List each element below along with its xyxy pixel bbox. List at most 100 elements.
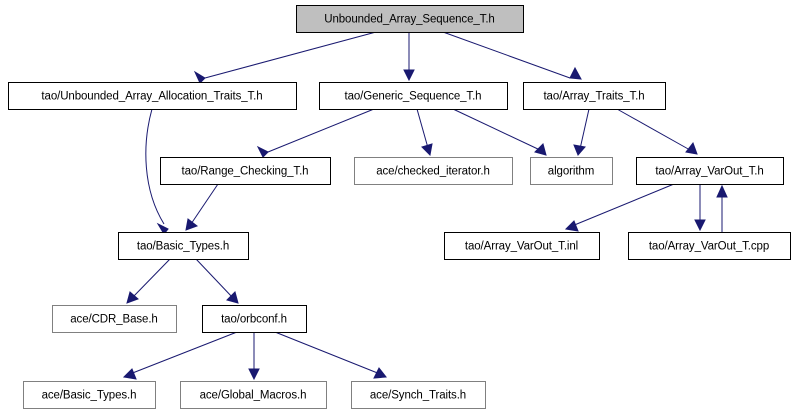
edge-line: [579, 108, 590, 150]
edge-line: [274, 331, 381, 375]
node-label: tao/Array_VarOut_T.inl: [465, 241, 578, 253]
arrowhead-icon: [569, 66, 582, 80]
arrowhead-icon: [122, 368, 137, 380]
node-tao-array-varout-t-h[interactable]: tao/Array_VarOut_T.h: [636, 157, 784, 185]
edge-line: [145, 108, 165, 225]
arrowhead-icon: [421, 143, 433, 157]
node-box[interactable]: [118, 232, 249, 260]
arrowhead-icon: [403, 69, 415, 82]
node-ace-global-macros-h[interactable]: ace/Global_Macros.h: [180, 381, 327, 409]
arrowhead-icon: [685, 141, 698, 155]
node-label: tao/Range_Checking_T.h: [182, 166, 309, 178]
edge-line: [190, 183, 219, 225]
edge-n3-to-n6: [573, 108, 590, 156]
edge-line: [452, 108, 541, 151]
node-ace-checked-iterator-h[interactable]: ace/checked_iterator.h: [354, 157, 513, 185]
node-label: ace/CDR_Base.h: [70, 314, 157, 326]
node-label: ace/Global_Macros.h: [200, 390, 307, 402]
node-ace-basic-types-h[interactable]: ace/Basic_Types.h: [23, 381, 156, 409]
edge-n8-to-n11: [126, 258, 171, 304]
edge-n4-to-n8: [185, 183, 219, 231]
edge-n3-to-n7: [616, 108, 698, 155]
node-tao-array-varout-t-cpp[interactable]: tao/Array_VarOut_T.cpp: [628, 232, 791, 260]
node-box[interactable]: [628, 232, 791, 260]
node-ace-synch-traits-h[interactable]: ace/Synch_Traits.h: [351, 381, 486, 409]
arrowhead-icon: [564, 220, 579, 232]
edge-n0-to-n1: [193, 31, 377, 84]
arrowhead-icon: [156, 222, 169, 235]
edge-line: [416, 108, 429, 149]
node-tao-basic-types-h[interactable]: tao/Basic_Types.h: [118, 232, 249, 260]
edge-n2-to-n6: [452, 108, 547, 156]
edge-line: [204, 31, 377, 79]
arrowhead-icon: [373, 367, 387, 379]
nodes-layer: Unbounded_Array_Sequence_T.h tao/Unbounde…: [8, 5, 791, 409]
node-box[interactable]: [636, 157, 784, 185]
node-box[interactable]: [160, 157, 331, 185]
edge-n0-to-n3: [442, 31, 582, 80]
edge-line: [571, 183, 675, 227]
node-box[interactable]: [52, 305, 177, 333]
arrowhead-icon: [716, 184, 728, 198]
node-box[interactable]: [180, 381, 327, 409]
arrowhead-icon: [126, 291, 139, 304]
node-label: tao/Array_VarOut_T.cpp: [649, 241, 769, 253]
node-label: Unbounded_Array_Sequence_T.h: [324, 14, 494, 26]
node-box[interactable]: [296, 5, 524, 33]
node-unbounded-array-sequence-t-h[interactable]: Unbounded_Array_Sequence_T.h: [296, 5, 524, 33]
arrowhead-icon: [573, 144, 586, 156]
node-label: ace/checked_iterator.h: [376, 166, 490, 178]
arrowhead-icon: [256, 145, 269, 158]
arrowhead-icon: [226, 291, 239, 304]
node-algorithm[interactable]: algorithm: [530, 157, 613, 185]
node-label: tao/Basic_Types.h: [137, 241, 229, 253]
edge-n12-to-n15: [274, 331, 387, 379]
node-box[interactable]: [523, 82, 666, 110]
node-label: tao/Array_Traits_T.h: [543, 91, 644, 103]
node-label: tao/Array_VarOut_T.h: [655, 166, 763, 178]
node-label: algorithm: [548, 166, 594, 178]
node-label: tao/orbconf.h: [221, 314, 287, 326]
node-box[interactable]: [444, 232, 600, 260]
edge-line: [129, 331, 238, 375]
node-box[interactable]: [8, 82, 297, 110]
arrowhead-icon: [694, 219, 706, 232]
edge-line: [616, 108, 691, 151]
node-box[interactable]: [354, 157, 513, 185]
node-label: ace/Basic_Types.h: [42, 390, 137, 402]
edges-layer: [122, 31, 728, 381]
edge-n1-to-n8: [145, 108, 169, 235]
edge-line: [195, 258, 234, 299]
edge-n2-to-n4: [256, 108, 375, 158]
edge-line: [131, 258, 171, 299]
node-box[interactable]: [319, 82, 508, 110]
node-tao-unbounded-array-allocation-traits-t-h[interactable]: tao/Unbounded_Array_Allocation_Traits_T.…: [8, 82, 297, 110]
node-tao-array-traits-t-h[interactable]: tao/Array_Traits_T.h: [523, 82, 666, 110]
node-tao-generic-sequence-t-h[interactable]: tao/Generic_Sequence_T.h: [319, 82, 508, 110]
node-label: tao/Unbounded_Array_Allocation_Traits_T.…: [41, 91, 262, 103]
edge-n8-to-n12: [195, 258, 239, 304]
edge-n2-to-n5: [416, 108, 433, 157]
node-box[interactable]: [202, 305, 307, 333]
node-tao-array-varout-t-inl[interactable]: tao/Array_VarOut_T.inl: [444, 232, 600, 260]
node-ace-cdr-base-h[interactable]: ace/CDR_Base.h: [52, 305, 177, 333]
arrowhead-icon: [185, 218, 199, 231]
node-box[interactable]: [530, 157, 613, 185]
edge-line: [442, 31, 571, 79]
node-label: ace/Synch_Traits.h: [370, 390, 466, 402]
arrowhead-icon: [193, 70, 206, 84]
node-box[interactable]: [23, 381, 156, 409]
node-box[interactable]: [351, 381, 486, 409]
node-tao-range-checking-t-h[interactable]: tao/Range_Checking_T.h: [160, 157, 331, 185]
edge-n7-to-n9: [564, 183, 675, 232]
edge-n0-to-n2: [403, 32, 415, 82]
node-tao-orbconf-h[interactable]: tao/orbconf.h: [202, 305, 307, 333]
arrowhead-icon: [534, 143, 547, 156]
edge-n7-to-n10: [694, 184, 706, 232]
node-label: tao/Generic_Sequence_T.h: [345, 91, 482, 103]
edge-n12-to-n14: [248, 332, 260, 381]
arrowhead-icon: [248, 368, 260, 381]
edge-n12-to-n13: [122, 331, 238, 380]
